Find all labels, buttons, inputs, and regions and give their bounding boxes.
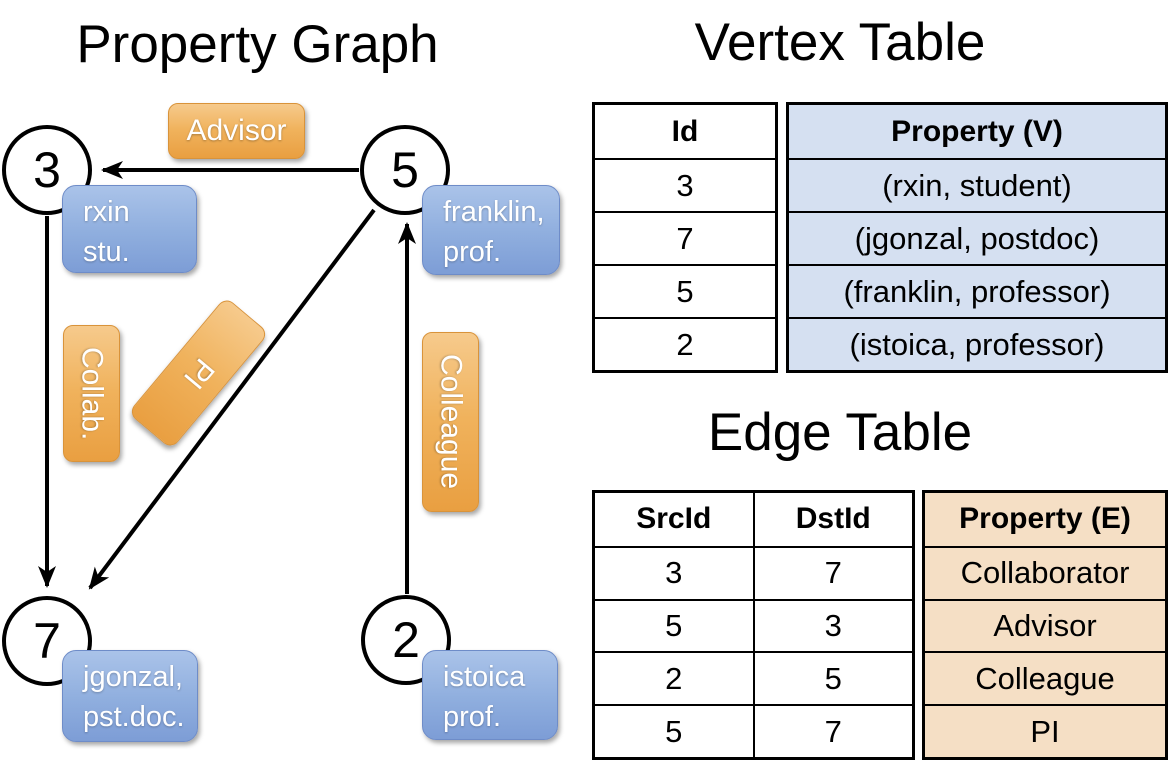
vertex-props-5-line2: prof. (443, 236, 502, 268)
graph-node-2: 2 (361, 595, 451, 685)
node-5-id: 5 (391, 142, 419, 198)
edge-property-column: Property (E) Collaborator Advisor Collea… (922, 490, 1168, 760)
vertex-id-column: Id 3 7 5 2 (592, 102, 778, 373)
vertex-props-3-line2: stu. (83, 236, 130, 268)
edge-property-cell: PI (1030, 713, 1060, 749)
table-row: 2 5 (595, 651, 912, 705)
property-graph-title: Property Graph (76, 15, 439, 74)
table-row: PI (925, 704, 1165, 757)
edge-src-cell: 5 (595, 600, 755, 652)
vertex-props-5: franklin, prof. (422, 185, 560, 275)
table-row: Collaborator (925, 545, 1165, 599)
table-row: Colleague (925, 651, 1165, 704)
table-row: 3 7 (595, 545, 912, 599)
graph-node-5: 5 (360, 125, 450, 215)
vertex-header-property: Property (V) (891, 114, 1063, 148)
edge-pi-5-to-7 (88, 208, 376, 590)
edge-label-colleague: Colleague (422, 332, 479, 512)
edge-header-srcid: SrcId (595, 493, 755, 546)
table-row: (rxin, student) (789, 158, 1165, 211)
graph-edges-canvas (38, 161, 416, 594)
edge-dst-cell: 7 (824, 555, 842, 591)
table-row: 5 (595, 264, 775, 317)
table-row: (franklin, professor) (789, 264, 1165, 317)
table-row: (istoica, professor) (789, 317, 1165, 370)
edge-property-cell: Colleague (975, 660, 1115, 696)
vertex-id-cell: 3 (676, 167, 694, 203)
vertex-props-7-line2: pst.doc. (83, 701, 185, 733)
table-row: 2 (595, 317, 775, 370)
table-row: Advisor (925, 598, 1165, 652)
vertex-props-2: istoica prof. (422, 650, 558, 740)
table-row: 5 3 (595, 598, 912, 652)
vertex-props-7-line1: jgonzal, (83, 661, 183, 693)
table-row: 5 7 (595, 704, 912, 757)
edge-table-title: Edge Table (707, 403, 973, 462)
vertex-property-cell: (franklin, professor) (843, 273, 1111, 309)
vertex-props-3: rxin stu. (62, 185, 197, 273)
vertex-property-cell: (jgonzal, postdoc) (854, 220, 1100, 256)
vertex-table-title: Vertex Table (694, 13, 986, 72)
edge-property-cell: Collaborator (960, 555, 1130, 591)
vertex-id-cell: 2 (676, 326, 694, 362)
edge-src-cell: 2 (595, 653, 755, 705)
table-row: 7 (595, 211, 775, 264)
vertex-property-cell: (istoica, professor) (849, 326, 1105, 362)
edge-dst-cell: 5 (824, 660, 842, 696)
vertex-id-cell: 5 (676, 273, 694, 309)
node-3-id: 3 (33, 142, 61, 198)
vertex-id-cell: 7 (676, 220, 694, 256)
vertex-props-5-line1: franklin, (443, 196, 545, 228)
edge-src-cell: 3 (595, 547, 755, 599)
edge-src-dst-columns: SrcId DstId 3 7 5 3 2 5 5 7 (592, 490, 915, 760)
node-2-id: 2 (392, 612, 420, 668)
vertex-props-2-line2: prof. (443, 701, 502, 733)
edge-label-collab: Collab. (63, 325, 120, 462)
vertex-property-column: Property (V) (rxin, student) (jgonzal, p… (786, 102, 1168, 373)
vertex-header-id: Id (671, 114, 699, 148)
edge-header-dstid: DstId (795, 502, 871, 536)
edge-label-advisor: Advisor (168, 103, 305, 159)
table-row: 3 (595, 158, 775, 211)
vertex-props-2-line1: istoica (443, 661, 526, 693)
edge-dst-cell: 3 (824, 607, 842, 643)
edge-src-cell: 5 (595, 706, 755, 757)
edge-dst-cell: 7 (824, 713, 842, 749)
edge-property-cell: Advisor (993, 607, 1097, 643)
table-row: (jgonzal, postdoc) (789, 211, 1165, 264)
vertex-props-7: jgonzal, pst.doc. (62, 650, 198, 742)
edge-header-property: Property (E) (959, 502, 1131, 536)
vertex-property-cell: (rxin, student) (882, 167, 1072, 203)
node-7-id: 7 (33, 613, 61, 669)
vertex-props-3-line1: rxin (83, 196, 130, 228)
